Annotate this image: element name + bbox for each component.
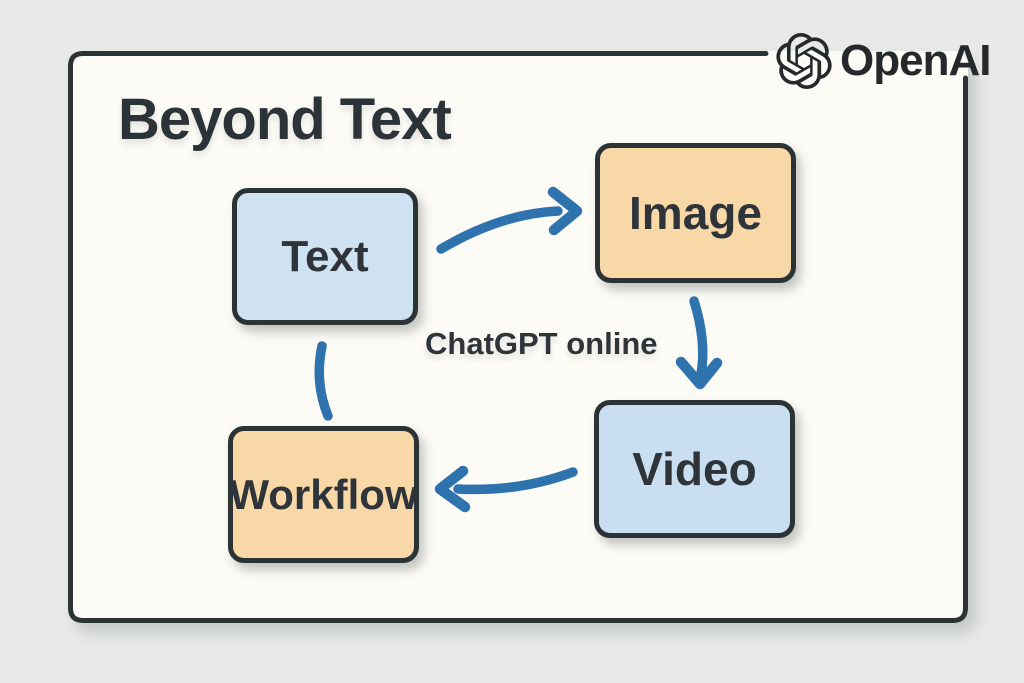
openai-brand: OpenAI: [776, 33, 991, 89]
openai-brand-name: OpenAI: [840, 36, 991, 85]
node-image-label: Image: [629, 187, 762, 239]
node-workflow: Workflow: [228, 426, 419, 563]
node-text-label: Text: [281, 231, 369, 281]
node-video: Video: [594, 400, 795, 538]
page-title: Beyond Text: [118, 87, 452, 152]
node-image: Image: [595, 143, 796, 283]
node-video-label: Video: [632, 443, 757, 495]
openai-logo-icon: [776, 33, 832, 89]
chatgpt-online-caption: ChatGPT online: [425, 326, 658, 361]
node-workflow-label: Workflow: [229, 470, 418, 518]
node-text: Text: [232, 188, 418, 325]
